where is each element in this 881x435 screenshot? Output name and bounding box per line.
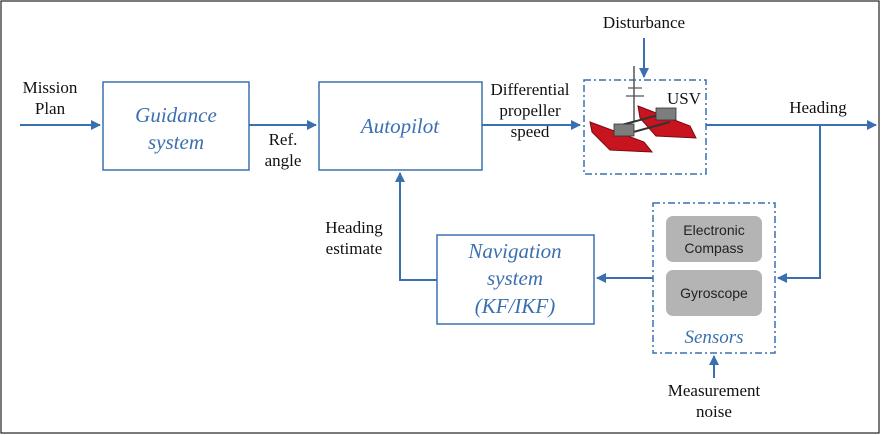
navigation-label-1: Navigation — [467, 239, 561, 263]
propeller-speed-label-1: Differential — [491, 80, 570, 99]
heading-estimate-arrow — [395, 172, 437, 281]
usv-block — [583, 79, 707, 175]
disturbance-label: Disturbance — [603, 13, 685, 32]
propeller-speed-label-3: speed — [511, 122, 550, 141]
guidance-label-2: system — [148, 130, 204, 154]
ref-angle-label-1: Ref. — [269, 130, 298, 149]
electronic-compass-box — [666, 216, 762, 262]
navigation-label-3: (KF/IKF) — [475, 294, 555, 318]
autopilot-label: Autopilot — [359, 114, 440, 138]
gyroscope-box — [666, 270, 762, 316]
propeller-speed-label-2: propeller — [499, 101, 561, 120]
usv-label: USV — [667, 89, 702, 108]
usv-boat-icon — [589, 66, 697, 153]
heading-feedback-arrow — [777, 125, 821, 283]
mission-plan-label-2: Plan — [35, 99, 66, 118]
measurement-noise-label-2: noise — [696, 402, 732, 421]
navigation-system-block — [436, 234, 595, 325]
ref-angle-label-2: angle — [265, 151, 302, 170]
heading-estimate-label-1: Heading — [325, 218, 383, 237]
compass-label-2: Compass — [684, 240, 743, 256]
navigation-label-2: system — [487, 266, 543, 290]
compass-label-1: Electronic — [683, 222, 744, 238]
sensors-label: Sensors — [684, 327, 743, 348]
mission-plan-label-1: Mission — [23, 78, 78, 97]
guidance-label-1: Guidance — [135, 103, 217, 127]
gyroscope-label: Gyroscope — [680, 285, 748, 301]
heading-estimate-label-2: estimate — [326, 239, 383, 258]
measurement-noise-label-1: Measurement — [668, 381, 761, 400]
heading-label: Heading — [789, 98, 847, 117]
guidance-system-block — [102, 81, 250, 171]
